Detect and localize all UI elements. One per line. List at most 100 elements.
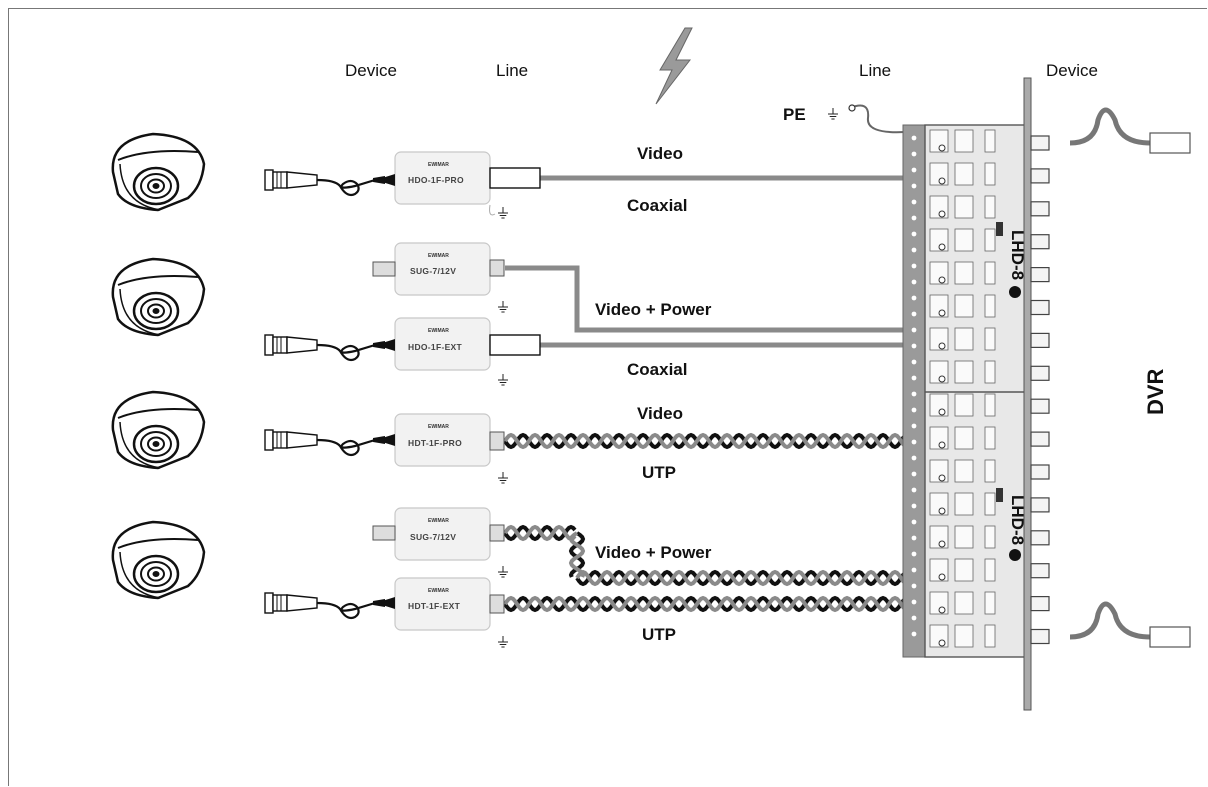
dome-camera-icon — [111, 257, 206, 337]
terminal-block — [984, 327, 996, 351]
svg-text:EWIMAR: EWIMAR — [428, 253, 449, 259]
line-label: Coaxial — [627, 196, 687, 215]
signal-label: Video + Power — [595, 543, 712, 562]
terminal-screw — [938, 474, 946, 482]
terminal-block — [954, 558, 974, 582]
panel-hole — [911, 599, 917, 605]
dvr-bnc-port — [1030, 530, 1050, 546]
device-box-6: EWIMAR HDT-1F-EXT — [376, 577, 509, 648]
device-box-3: EWIMAR HDO-1F-EXT — [376, 317, 541, 386]
dvr-bnc-port — [1030, 595, 1050, 612]
terminal-screw — [938, 408, 946, 416]
terminal-block — [984, 360, 996, 384]
panel-hole — [911, 471, 917, 477]
panel-hole — [911, 615, 917, 621]
dvr-bnc-port — [1030, 135, 1050, 151]
header-line-right: Line — [859, 61, 891, 80]
terminal-screw — [938, 177, 946, 185]
lightning-icon — [655, 27, 693, 105]
terminal-block — [984, 162, 996, 186]
terminal-screw — [938, 573, 946, 581]
panel-hole — [911, 215, 917, 221]
header-line-left: Line — [496, 61, 528, 80]
utp-cable-power — [503, 524, 907, 587]
panel-hole — [911, 535, 917, 541]
panel-hole — [911, 487, 917, 493]
terminal-block — [984, 558, 996, 582]
panel-hole — [911, 295, 917, 301]
device-box-5: EWIMAR SUG-7/12V — [372, 507, 509, 578]
terminal-screw — [938, 540, 946, 548]
panel-hole — [911, 279, 917, 285]
utp-cable-2 — [503, 595, 941, 613]
panel-hole — [911, 455, 917, 461]
header-device-right: Device — [1046, 61, 1098, 80]
svg-text:EWIMAR: EWIMAR — [428, 162, 449, 168]
terminal-screw — [938, 342, 946, 350]
device-model: HDT-1F-EXT — [408, 601, 461, 611]
terminal-block — [984, 591, 996, 615]
terminal-block — [954, 393, 974, 417]
header-device-left: Device — [345, 61, 397, 80]
dvr-bnc-port — [1030, 398, 1050, 414]
panel-hole — [911, 375, 917, 381]
dvr-bnc-port — [1030, 628, 1050, 645]
panel-hole — [911, 519, 917, 525]
panel-hole — [911, 567, 917, 573]
panel-hole — [911, 343, 917, 349]
terminal-block — [984, 525, 996, 549]
terminal-screw — [938, 276, 946, 284]
dome-camera-icon — [111, 132, 206, 212]
terminal-block — [984, 294, 996, 318]
panel-hole — [911, 359, 917, 365]
pe-label: PE — [783, 105, 806, 124]
panel-hole — [911, 167, 917, 173]
dome-camera-icon — [111, 390, 206, 470]
signal-label: Video — [637, 404, 683, 423]
terminal-block — [984, 228, 996, 252]
module-label: LHD-8 — [1008, 495, 1027, 545]
panel-hole — [911, 151, 917, 157]
signal-label: Video — [637, 144, 683, 163]
line-label: UTP — [642, 625, 676, 644]
panel-hole — [911, 327, 917, 333]
panel-hole — [911, 407, 917, 413]
terminal-block — [954, 129, 974, 153]
device-box-4: EWIMAR HDT-1F-PRO — [376, 413, 509, 484]
panel-hole — [911, 583, 917, 589]
terminal-block — [984, 129, 996, 153]
device-box-1: EWIMAR HDO-1F-PRO — [376, 151, 541, 219]
line-label: UTP — [642, 463, 676, 482]
dvr-bnc-port — [1030, 267, 1050, 283]
terminal-block — [954, 162, 974, 186]
panel-hole — [911, 135, 917, 141]
utp-cable-1 — [503, 432, 941, 450]
panel-hole — [911, 311, 917, 317]
svg-text:EWIMAR: EWIMAR — [428, 588, 449, 594]
panel-hole — [911, 199, 917, 205]
dvr-bnc-port — [1030, 332, 1050, 348]
bnc-connector-icon — [263, 428, 387, 457]
terminal-block — [984, 393, 996, 417]
terminal-block — [984, 195, 996, 219]
terminal-block — [954, 261, 974, 285]
dome-camera-icon — [111, 520, 206, 600]
terminal-screw — [938, 606, 946, 614]
panel-hole — [911, 551, 917, 557]
dvr-bnc-port — [1030, 365, 1050, 381]
dvr-bnc-port — [1030, 464, 1050, 480]
lhd-8-panel: LHD-8 LHD-8 — [902, 77, 1032, 711]
terminal-block — [954, 525, 974, 549]
device-model: SUG-7/12V — [410, 266, 456, 276]
panel-hole — [911, 183, 917, 189]
terminal-block — [984, 426, 996, 450]
svg-text:EWIMAR: EWIMAR — [428, 424, 449, 430]
terminal-screw — [938, 507, 946, 515]
dvr-bnc-port — [1030, 168, 1050, 184]
bnc-connector-icon — [263, 591, 387, 620]
module-label: LHD-8 — [1008, 230, 1027, 280]
device-model: HDO-1F-PRO — [408, 175, 464, 185]
terminal-block — [954, 195, 974, 219]
dvr-bnc-port — [1030, 234, 1050, 250]
